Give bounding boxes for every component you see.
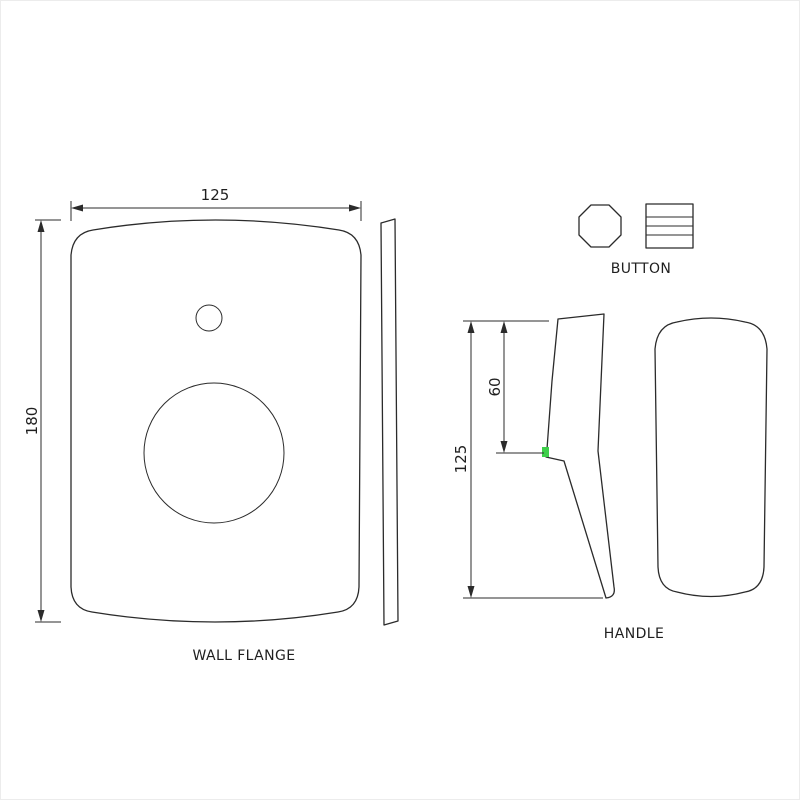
handle-side-outline (545, 313, 615, 599)
flange-large-hole (143, 382, 285, 524)
dim-text-handle-length: 125 (452, 445, 470, 474)
wall-flange-outline (70, 219, 362, 623)
button-front-outline (578, 204, 622, 248)
flange-small-hole (195, 304, 223, 332)
dim-text-handle-upper: 60 (486, 377, 504, 396)
flange-side-profile (380, 218, 399, 626)
dim-text-flange-height: 180 (23, 407, 41, 436)
dim-arrow-upper-top (500, 321, 508, 333)
button-label: BUTTON (611, 261, 672, 277)
dim-arrow-left (71, 204, 83, 212)
dim-arrow-bottom (37, 610, 45, 622)
handle-label: HANDLE (604, 626, 664, 642)
wall-flange-label: WALL FLANGE (192, 648, 295, 664)
dim-arrow-upper-bottom (500, 441, 508, 453)
handle-front-outline (654, 317, 768, 598)
dim-arrow-top (37, 220, 45, 232)
dim-arrow-handle-bottom (467, 586, 475, 598)
dim-arrow-right (349, 204, 361, 212)
handle-green-accent (542, 447, 549, 457)
dim-text-flange-width: 125 (201, 186, 230, 204)
dim-arrow-handle-top (467, 321, 475, 333)
